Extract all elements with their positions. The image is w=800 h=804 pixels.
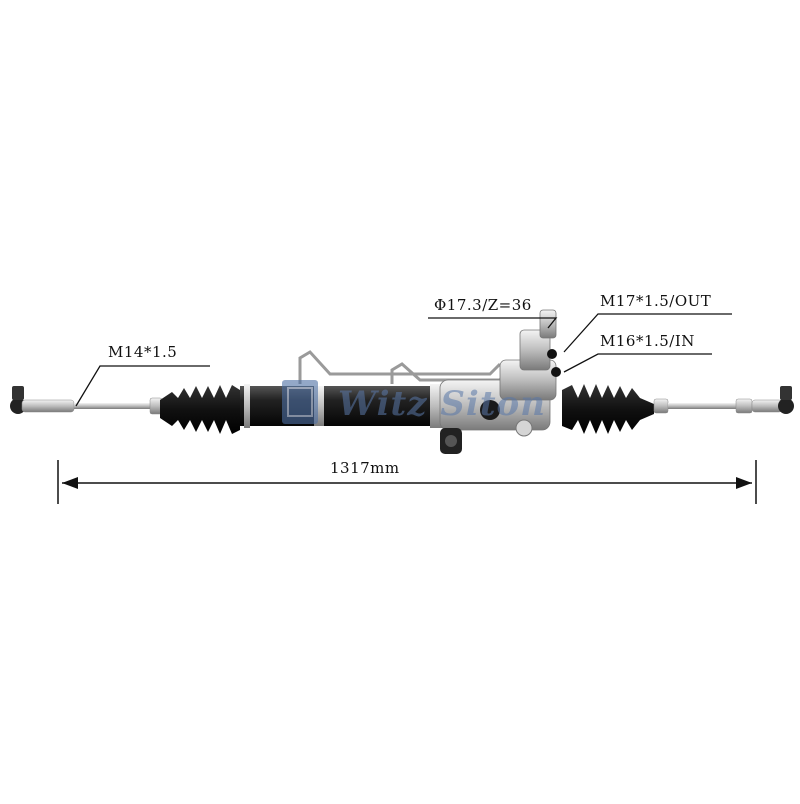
- total-length-label: 1317mm: [330, 459, 400, 477]
- dimension-line: [57, 460, 757, 504]
- watermark-logo-icon: [282, 380, 318, 424]
- leader-lines: [75, 313, 732, 407]
- hydraulic-lines: [298, 350, 514, 384]
- right-tie-rod-end: [653, 386, 794, 414]
- right-bellows-boot: [562, 384, 654, 434]
- port-in-label: M16*1.5/IN: [600, 332, 695, 350]
- thread-left-label: M14*1.5: [108, 343, 178, 361]
- watermark-text: Witz Siton: [338, 384, 546, 424]
- port-out-label: M17*1.5/OUT: [600, 292, 712, 310]
- left-bellows-boot: [160, 385, 240, 434]
- rack-housing-tube: [240, 384, 444, 428]
- valve-body: [439, 309, 561, 454]
- left-tie-rod-end: [10, 386, 163, 415]
- pinion-spec-label: Φ17.3/Z=36: [434, 296, 532, 314]
